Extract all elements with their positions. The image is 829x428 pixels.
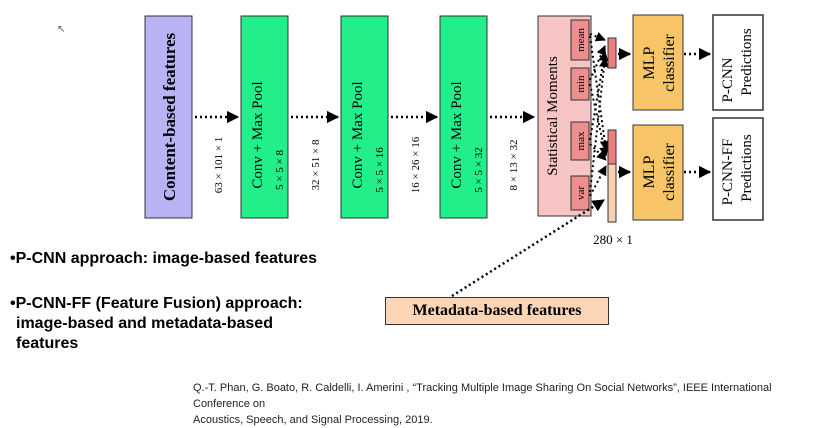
conv-block-1-title: Conv + Max Pool bbox=[250, 81, 266, 188]
conv-block-1: Conv + Max Pool 5 × 5 × 8 bbox=[240, 15, 289, 219]
conv-block-1-kernel: 5 × 5 × 8 bbox=[274, 150, 286, 190]
output-pcnn: P-CNN Predictions bbox=[712, 14, 764, 111]
citation-line2: Acoustics, Speech, and Signal Processing… bbox=[193, 414, 433, 426]
bullet-pcnn-ff: •P-CNN-FF (Feature Fusion) approach: ima… bbox=[10, 294, 390, 354]
conv-block-3-title: Conv + Max Pool bbox=[449, 81, 465, 188]
mlp-classifier-bottom: MLP classifier bbox=[632, 124, 684, 221]
moment-min-label: min bbox=[575, 75, 587, 93]
dim-1-label: 32 × 51 × 8 bbox=[310, 139, 322, 190]
moment-var: var bbox=[570, 175, 590, 211]
metadata-features-label: Metadata-based features bbox=[412, 302, 582, 319]
conv-block-2-title: Conv + Max Pool bbox=[350, 81, 366, 188]
bullet-pcnn-ff-line3: features bbox=[16, 335, 79, 352]
citation-line1: Q.-T. Phan, G. Boato, R. Caldelli, I. Am… bbox=[193, 382, 772, 410]
architecture-diagram: Content-based features 63 × 101 × 1 Conv… bbox=[144, 14, 764, 298]
dim-2-label: 16 × 26 × 16 bbox=[410, 136, 422, 193]
mlp-classifier-top: MLP classifier bbox=[632, 14, 684, 111]
bullet-pcnn-ff-line1: •P-CNN-FF (Feature Fusion) approach: bbox=[10, 295, 303, 312]
dim-3-label: 8 × 13 × 32 bbox=[508, 140, 520, 191]
conv-block-3: Conv + Max Pool 5 × 5 × 32 bbox=[439, 15, 488, 219]
output-pcnn-ff: P-CNN-FF Predictions bbox=[712, 117, 764, 221]
bullet-pcnn-ff-line2: image-based and metadata-based bbox=[16, 315, 273, 332]
statistical-moments-block: Statistical Moments mean min max var bbox=[537, 15, 592, 217]
mouse-cursor-icon: ↖ bbox=[57, 24, 66, 35]
conv-block-2-kernel: 5 × 5 × 16 bbox=[374, 147, 386, 193]
output-pcnn-line2: Predictions bbox=[739, 28, 755, 96]
moment-var-label: var bbox=[575, 186, 587, 200]
bullet-pcnn: •P-CNN approach: image-based features bbox=[10, 250, 318, 267]
mlp-arrows bbox=[618, 47, 712, 179]
metadata-features-block: Metadata-based features bbox=[385, 297, 609, 325]
output-pcnn-ff-line2: Predictions bbox=[739, 134, 755, 202]
feature-vector-bottom bbox=[607, 129, 617, 223]
feature-vector-top bbox=[607, 37, 617, 69]
moment-arrows bbox=[589, 32, 610, 197]
conv-block-2: Conv + Max Pool 5 × 5 × 16 bbox=[340, 15, 389, 219]
content-features-label: Content-based features bbox=[160, 32, 179, 201]
moment-mean: mean bbox=[570, 19, 590, 61]
moment-min: min bbox=[570, 67, 590, 101]
moment-max-label: max bbox=[575, 131, 587, 150]
mlp-top-line2: classifier bbox=[661, 33, 678, 91]
vector-dim-label: 280 × 1 bbox=[593, 232, 633, 247]
dim-input-label: 63 × 101 × 1 bbox=[213, 137, 225, 193]
moment-mean-label: mean bbox=[575, 28, 587, 52]
output-pcnn-ff-line1: P-CNN-FF bbox=[720, 139, 736, 206]
output-pcnn-line1: P-CNN bbox=[720, 57, 736, 102]
mlp-top-line1: MLP bbox=[641, 46, 658, 79]
mlp-bottom-line2: classifier bbox=[661, 142, 678, 200]
content-features-block: Content-based features bbox=[144, 15, 193, 219]
statistical-moments-title: Statistical Moments bbox=[545, 56, 561, 176]
conv-block-3-kernel: 5 × 5 × 32 bbox=[473, 147, 485, 192]
mlp-bottom-line1: MLP bbox=[641, 155, 658, 188]
moment-max: max bbox=[570, 121, 590, 161]
citation: Q.-T. Phan, G. Boato, R. Caldelli, I. Am… bbox=[193, 380, 823, 428]
